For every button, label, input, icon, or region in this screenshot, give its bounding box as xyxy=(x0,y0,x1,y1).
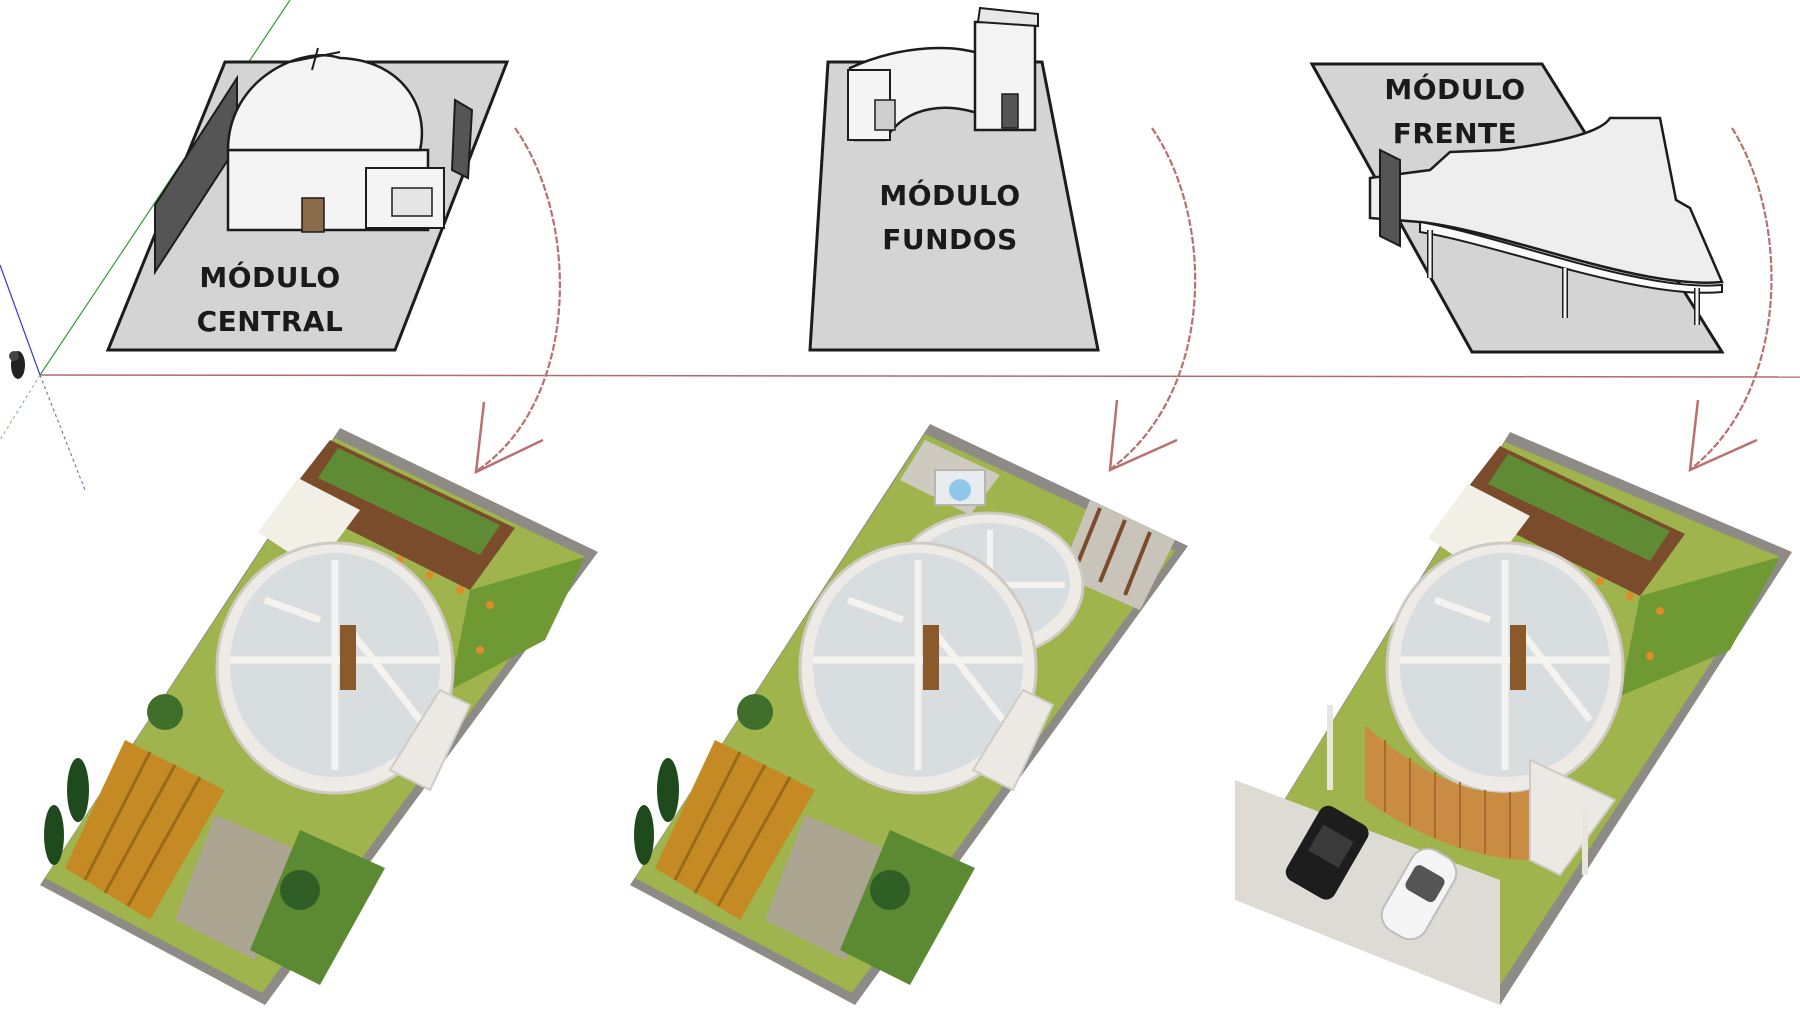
label-fundos-line2: FUNDOS xyxy=(882,223,1018,256)
label-frente-line1: MÓDULO xyxy=(1384,73,1526,106)
label-fundos-line1: MÓDULO xyxy=(879,179,1021,212)
car-dark-icon xyxy=(1285,805,1369,900)
module-frente-sketch xyxy=(1309,62,1725,354)
person-figure-icon xyxy=(9,351,25,379)
car-white-icon xyxy=(1380,847,1458,941)
module-central-sketch xyxy=(105,47,510,352)
label-modulo-fundos: MÓDULO FUNDOS xyxy=(830,174,1070,262)
render-fundos xyxy=(630,424,1188,1005)
label-frente-line2: FRENTE xyxy=(1392,117,1518,150)
render-central xyxy=(40,428,598,1005)
render-frente xyxy=(1235,432,1792,1005)
label-central-line2: CENTRAL xyxy=(196,305,344,338)
module-fundos-sketch xyxy=(808,6,1100,352)
label-central-line1: MÓDULO xyxy=(199,261,341,294)
label-modulo-central: MÓDULO CENTRAL xyxy=(150,256,390,344)
arrow-heads xyxy=(474,399,1758,475)
transition-arrows xyxy=(477,127,1773,471)
label-modulo-frente: MÓDULO FRENTE xyxy=(1335,68,1575,156)
